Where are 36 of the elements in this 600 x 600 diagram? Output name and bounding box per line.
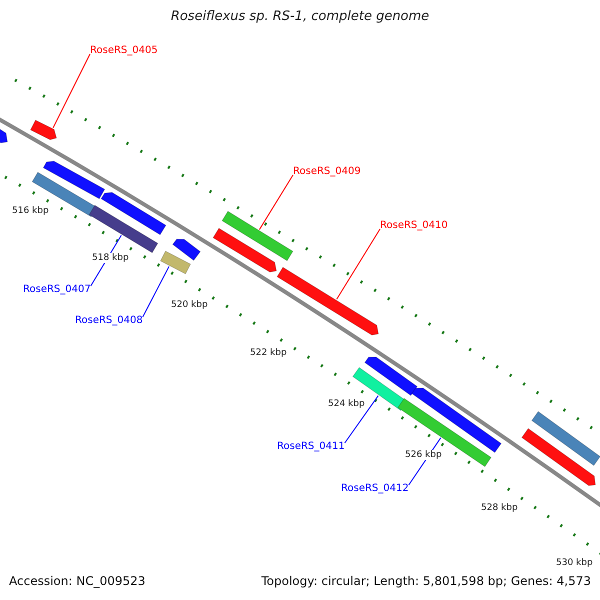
gene-bar	[276, 266, 379, 336]
gene-bar	[521, 428, 596, 486]
gene-bar	[531, 411, 600, 466]
gene-bar	[30, 120, 57, 140]
gene-label: RoseRS_0408	[75, 315, 143, 326]
position-label: 518 kbp	[92, 253, 129, 263]
leader-line	[142, 266, 170, 318]
gene-label: RoseRS_0409	[293, 166, 361, 177]
accession-text: Accession: NC_009523	[9, 574, 146, 588]
gene-bar	[160, 250, 191, 274]
gene-bar	[364, 356, 418, 396]
position-label: 516 kbp	[12, 206, 49, 216]
gene-label: RoseRS_0410	[380, 220, 448, 231]
position-label: 520 kbp	[171, 300, 208, 310]
leader-line	[258, 174, 294, 230]
position-label: 522 kbp	[250, 348, 287, 358]
position-label: 528 kbp	[481, 503, 518, 513]
gene-bar	[222, 210, 294, 262]
position-label: 530 kbp	[556, 558, 593, 568]
gene-bar	[88, 204, 158, 254]
gene-label: RoseRS_0405	[90, 45, 158, 56]
gene-label: RoseRS_0411	[277, 441, 345, 452]
gene-bar	[42, 160, 106, 200]
gene-label: RoseRS_0412	[341, 483, 409, 494]
leader-line	[336, 228, 380, 300]
genome-summary: Topology: circular; Length: 5,801,598 bp; Genes: 4,573	[261, 574, 591, 588]
title: Roseiflexus sp. RS-1, complete genome	[170, 9, 430, 24]
gene-bar	[212, 228, 277, 272]
position-label: 524 kbp	[328, 399, 365, 409]
position-label: 526 kbp	[405, 450, 442, 460]
leader-line	[52, 54, 90, 128]
gene-label: RoseRS_0407	[23, 284, 91, 295]
gene-bar	[100, 192, 166, 236]
leader-line	[344, 395, 379, 444]
gene-bar	[172, 238, 201, 261]
gene-bar	[397, 398, 492, 468]
